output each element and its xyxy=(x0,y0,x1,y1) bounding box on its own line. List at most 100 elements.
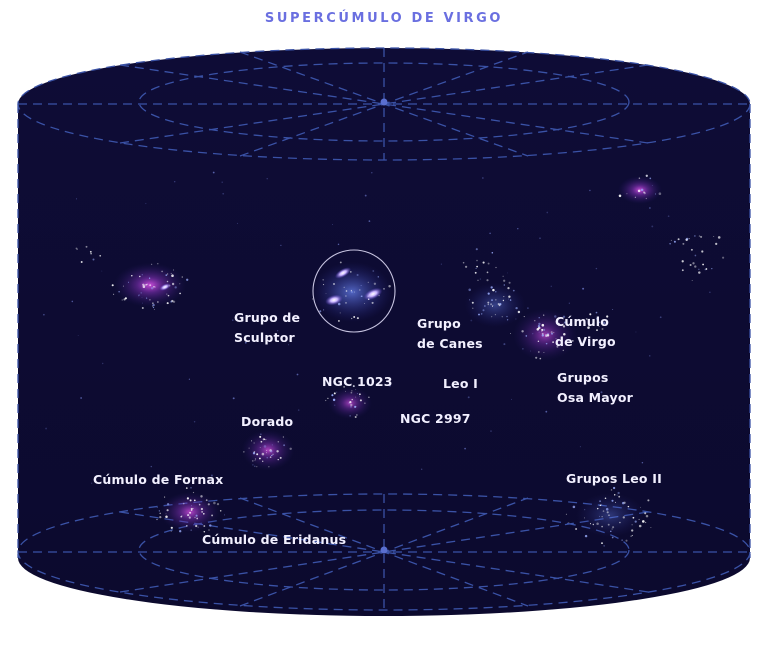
star xyxy=(608,514,610,517)
star xyxy=(258,457,261,460)
star xyxy=(121,299,123,301)
star xyxy=(700,235,703,238)
star xyxy=(479,278,481,280)
star xyxy=(348,402,350,404)
star xyxy=(568,302,570,304)
star xyxy=(259,447,261,448)
star xyxy=(565,513,567,515)
star xyxy=(517,310,521,314)
star xyxy=(101,270,103,272)
star xyxy=(491,305,494,307)
star xyxy=(181,276,184,278)
star xyxy=(186,497,189,500)
glow-virgo xyxy=(513,309,577,361)
star xyxy=(283,444,286,447)
star xyxy=(562,349,565,352)
star xyxy=(715,242,718,246)
star xyxy=(351,398,353,401)
star xyxy=(359,399,362,402)
star xyxy=(495,299,497,301)
label-cumulo-virgo: Cúmulo de Virgo xyxy=(555,314,616,349)
star xyxy=(336,391,338,393)
star xyxy=(476,259,478,262)
star xyxy=(462,261,465,264)
star xyxy=(192,508,194,509)
star xyxy=(221,181,223,184)
star xyxy=(625,539,628,542)
star xyxy=(491,251,494,254)
star xyxy=(207,503,210,506)
star xyxy=(645,514,649,518)
label-leo-i: Leo I xyxy=(443,376,479,391)
star xyxy=(694,254,697,257)
star xyxy=(261,452,265,456)
star xyxy=(537,326,541,330)
star xyxy=(487,301,490,304)
star xyxy=(360,295,362,297)
star xyxy=(670,239,672,241)
star xyxy=(538,317,540,319)
star xyxy=(506,315,508,318)
star xyxy=(623,501,626,504)
star xyxy=(475,267,477,269)
star xyxy=(166,302,169,305)
star xyxy=(345,295,347,297)
star xyxy=(149,298,151,301)
star xyxy=(621,539,623,541)
star xyxy=(601,516,603,518)
star xyxy=(509,333,511,335)
star xyxy=(200,507,204,511)
star xyxy=(349,401,352,404)
star xyxy=(545,410,548,413)
star xyxy=(354,416,357,418)
star xyxy=(166,509,169,512)
star xyxy=(614,494,616,496)
star xyxy=(563,321,566,324)
star xyxy=(471,301,474,304)
star xyxy=(643,191,646,195)
star xyxy=(477,279,479,281)
star xyxy=(200,495,203,498)
star xyxy=(691,279,693,282)
star xyxy=(584,517,586,519)
star xyxy=(219,510,222,512)
star xyxy=(503,284,505,286)
star xyxy=(643,191,645,194)
star xyxy=(201,511,203,513)
star xyxy=(484,305,486,307)
star xyxy=(161,270,163,273)
star xyxy=(296,373,299,376)
star xyxy=(190,529,192,531)
star xyxy=(197,526,199,528)
star xyxy=(345,290,348,292)
star xyxy=(602,510,605,512)
star xyxy=(359,289,361,291)
diagram-title: SUPERCÚMULO DE VIRGO xyxy=(264,11,504,26)
star xyxy=(611,536,614,539)
star xyxy=(157,263,159,265)
star xyxy=(638,524,642,528)
star xyxy=(271,444,273,446)
star xyxy=(711,267,713,270)
star xyxy=(606,511,609,514)
star xyxy=(512,289,515,292)
star xyxy=(166,293,168,295)
star xyxy=(297,409,300,411)
star xyxy=(688,238,690,240)
star xyxy=(644,512,647,515)
star xyxy=(71,300,74,303)
star xyxy=(638,518,640,520)
star xyxy=(92,258,95,261)
star xyxy=(494,314,496,316)
star xyxy=(538,322,541,326)
star xyxy=(611,499,614,502)
star xyxy=(529,350,531,352)
galaxy-icon xyxy=(159,283,171,291)
star xyxy=(203,525,206,527)
star xyxy=(482,177,484,179)
star xyxy=(174,286,177,289)
star xyxy=(532,333,534,335)
star xyxy=(495,266,497,269)
star xyxy=(579,446,581,448)
